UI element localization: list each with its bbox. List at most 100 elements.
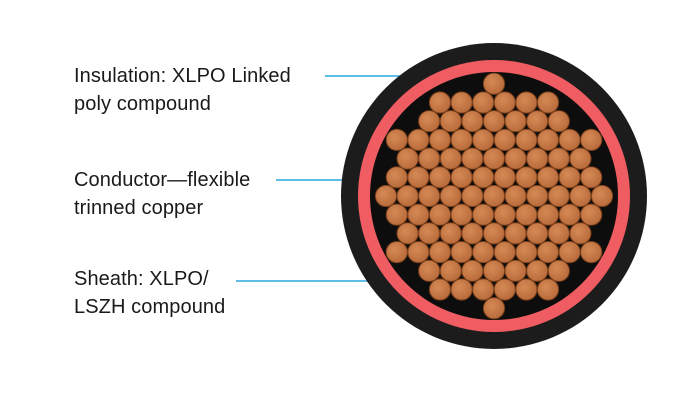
copper-strand (526, 110, 549, 133)
copper-strand (547, 147, 570, 170)
insulation-label: Insulation: XLPO Linked poly compound (74, 62, 291, 118)
copper-strand (536, 278, 560, 301)
copper-strand (580, 128, 603, 151)
copper-strand (536, 128, 560, 151)
copper-strand (418, 222, 441, 245)
copper-strand (461, 184, 484, 208)
copper-strand (482, 110, 506, 133)
sheath-label-line-2: LSZH compound (74, 296, 226, 318)
copper-strand (396, 147, 419, 170)
insulation-label-line-1: Insulation: XLPO Linked (74, 65, 291, 87)
copper-strand (428, 91, 452, 114)
copper-strand (504, 110, 527, 133)
copper-strand (536, 166, 560, 189)
copper-strand (428, 241, 452, 264)
copper-strand (580, 241, 603, 264)
copper-strand (504, 147, 527, 170)
copper-strand (482, 259, 506, 282)
copper-strand (450, 203, 473, 226)
copper-strand (547, 222, 570, 245)
copper-strand (536, 203, 560, 226)
copper-strand (482, 297, 506, 320)
copper-strand (472, 278, 495, 301)
copper-strand (418, 110, 441, 133)
copper-strand (396, 184, 419, 208)
copper-strand (472, 128, 495, 151)
copper-strand (439, 110, 462, 133)
copper-strand (385, 166, 408, 189)
copper-strand (580, 203, 603, 226)
copper-strand (558, 128, 581, 151)
copper-strand (493, 128, 516, 151)
copper-strand (569, 147, 592, 170)
copper-strand (493, 166, 516, 189)
copper-strand (450, 278, 473, 301)
copper-strand (439, 147, 462, 170)
copper-strand (569, 222, 592, 245)
copper-strand (418, 147, 441, 170)
copper-strand (472, 166, 495, 189)
copper-strand (439, 184, 462, 208)
copper-strand (472, 241, 495, 264)
copper-strand (450, 166, 473, 189)
copper-strand (493, 91, 516, 114)
copper-strand (580, 166, 603, 189)
conductor-label: Conductor—flexible trinned copper (74, 166, 250, 222)
copper-strand (558, 203, 581, 226)
copper-strand (526, 184, 549, 208)
copper-strand (526, 259, 549, 282)
copper-strand (547, 184, 570, 208)
copper-strand (547, 259, 570, 282)
copper-strand (450, 91, 473, 114)
copper-strand (590, 184, 614, 208)
copper-strand (536, 91, 560, 114)
copper-strand (461, 110, 484, 133)
copper-strand (385, 241, 408, 264)
copper-strand (407, 241, 430, 264)
conductor-strands (374, 72, 614, 320)
copper-strand (450, 241, 473, 264)
copper-strand (439, 222, 462, 245)
copper-strand (569, 184, 592, 208)
copper-strand (428, 128, 452, 151)
copper-strand (526, 147, 549, 170)
copper-strand (504, 184, 527, 208)
conductor-label-line-1: Conductor—flexible (74, 169, 251, 191)
copper-strand (482, 222, 506, 245)
copper-strand (547, 110, 570, 133)
copper-strand (504, 259, 527, 282)
copper-strand (493, 241, 516, 264)
insulation-label-line-2: poly compound (74, 93, 211, 115)
sheath-label-line-1: Sheath: XLPO/ (74, 268, 209, 290)
copper-strand (418, 184, 441, 208)
copper-strand (396, 222, 419, 245)
copper-strand (472, 203, 495, 226)
copper-strand (558, 241, 581, 264)
copper-strand (536, 241, 560, 264)
copper-strand (461, 147, 484, 170)
copper-strand (515, 203, 538, 226)
sheath-label: Sheath: XLPO/ LSZH compound (74, 265, 225, 321)
copper-strand (418, 259, 441, 282)
copper-strand (482, 184, 506, 208)
copper-strand (461, 259, 484, 282)
copper-strand (482, 147, 506, 170)
copper-strand (493, 203, 516, 226)
copper-strand (374, 184, 398, 208)
copper-strand (526, 222, 549, 245)
copper-strand (439, 259, 462, 282)
copper-strand (385, 128, 408, 151)
copper-strand (515, 91, 538, 114)
copper-strand (461, 222, 484, 245)
copper-strand (407, 166, 430, 189)
copper-strand (515, 166, 538, 189)
conductor-label-line-2: trinned copper (74, 197, 204, 219)
copper-strand (558, 166, 581, 189)
copper-strand (515, 278, 538, 301)
copper-strand (450, 128, 473, 151)
copper-strand (515, 128, 538, 151)
copper-strand (515, 241, 538, 264)
copper-strand (407, 128, 430, 151)
copper-strand (385, 203, 408, 226)
copper-strand (472, 91, 495, 114)
